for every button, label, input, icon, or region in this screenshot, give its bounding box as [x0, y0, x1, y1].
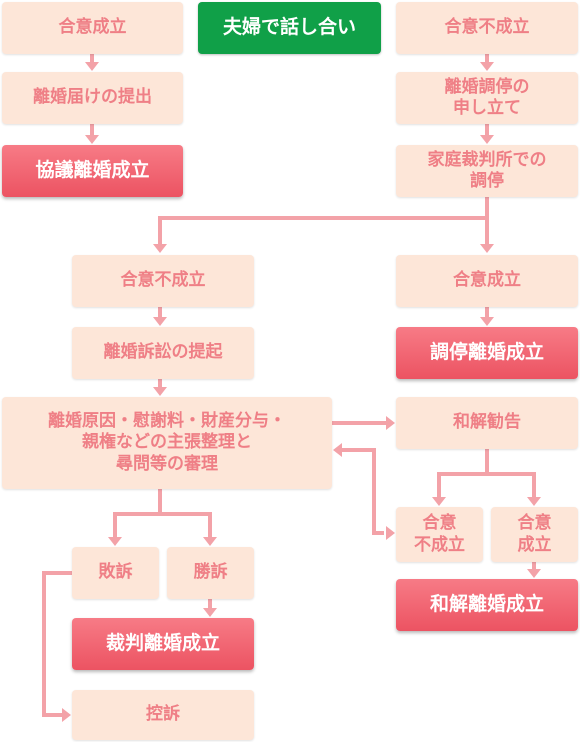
node-chotei-divorce: 調停離婚成立	[396, 327, 578, 379]
node-win: 勝訴	[167, 547, 254, 599]
arrow-to-notice	[85, 62, 99, 71]
arrow-to-settlement-disagree	[432, 497, 446, 506]
arrow-to-settlement-disagree-side	[386, 526, 395, 540]
arrow-to-disagree-mid	[153, 244, 167, 253]
arrow-to-saiban	[203, 608, 217, 617]
node-lawsuit-filing: 離婚訴訟の提起	[72, 327, 254, 379]
node-kyogi-divorce: 協議離婚成立	[2, 145, 183, 197]
connector-settlement-disagree-loop	[340, 448, 384, 535]
arrow-to-settlement-agree	[527, 497, 541, 506]
node-trial-review: 離婚原因・慰謝料・財産分与・ 親権などの主張整理と 尋問等の審理	[2, 397, 332, 489]
arrow-to-petition	[480, 62, 494, 71]
arrow-back-to-trial	[333, 443, 342, 457]
node-disagree-top: 合意不成立	[396, 2, 578, 54]
arrow-to-appeal	[62, 708, 71, 722]
arrow-to-agree-mid	[480, 244, 494, 253]
node-settlement-agree: 合意 成立	[491, 507, 578, 562]
node-family-court-mediation: 家庭裁判所での 調停	[396, 145, 578, 197]
node-appeal: 控訴	[72, 690, 254, 740]
arrow-to-court	[480, 135, 494, 144]
arrow-to-win	[203, 537, 217, 546]
node-wakai-divorce: 和解離婚成立	[396, 579, 578, 631]
arrow-to-lawsuit	[153, 317, 167, 326]
node-disagree-mid: 合意不成立	[72, 255, 254, 307]
node-saiban-divorce: 裁判離婚成立	[72, 618, 254, 670]
node-divorce-notice: 離婚届けの提出	[2, 72, 183, 124]
node-settlement-disagree: 合意 不成立	[396, 507, 483, 562]
arrow-to-kyogi	[85, 135, 99, 144]
node-mediation-petition: 離婚調停の 申し立て	[396, 72, 578, 124]
node-agree-top: 合意成立	[2, 2, 183, 54]
node-start: 夫婦で話し合い	[198, 2, 381, 54]
arrow-to-wakai	[527, 569, 541, 578]
node-agree-mid: 合意成立	[396, 255, 578, 307]
arrow-to-trial	[153, 387, 167, 396]
node-settlement-advice: 和解勧告	[396, 397, 578, 449]
arrow-to-chotei	[480, 317, 494, 326]
node-lose: 敗訴	[72, 547, 159, 599]
arrow-to-advice	[386, 416, 395, 430]
connector-lose-to-appeal	[42, 571, 74, 717]
arrow-to-lose	[108, 537, 122, 546]
